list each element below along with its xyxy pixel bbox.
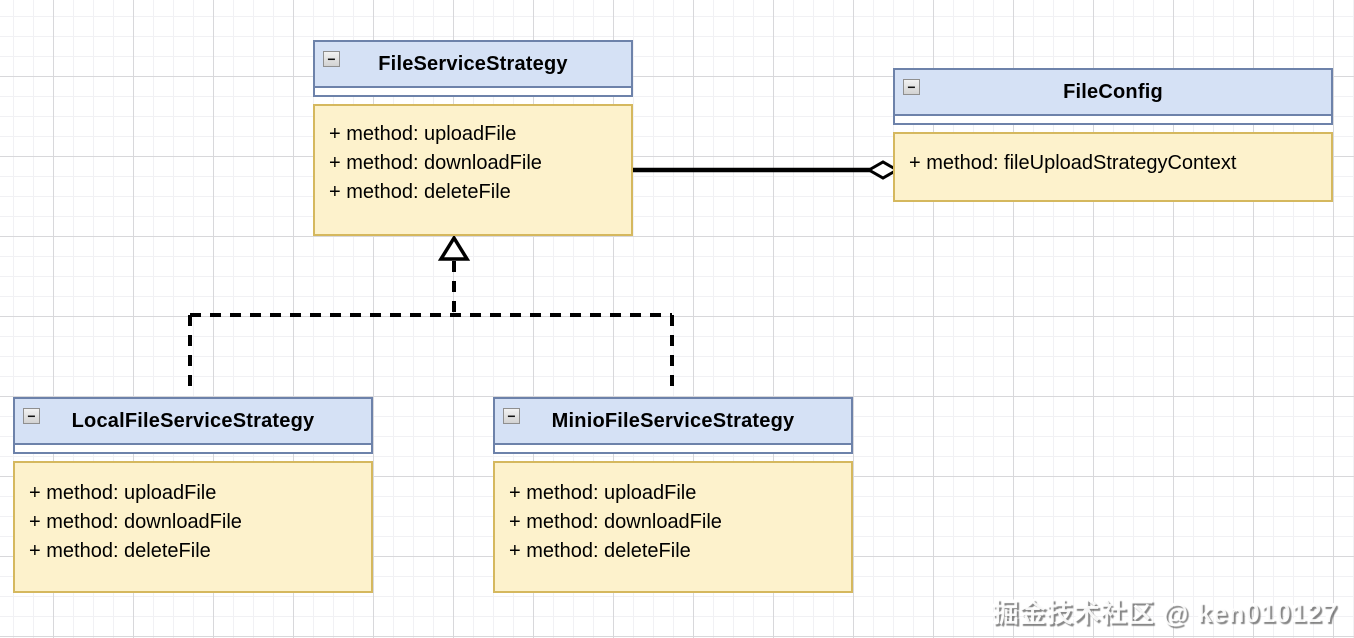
attributes-compartment — [313, 88, 633, 97]
collapse-minus-icon[interactable]: − — [23, 408, 40, 424]
methods-compartment: + method: uploadFile + method: downloadF… — [313, 104, 633, 236]
method-entry: + method: deleteFile — [329, 181, 511, 203]
method-entry: + method: downloadFile — [329, 152, 542, 174]
attributes-compartment — [13, 445, 373, 454]
methods-compartment: + method: fileUploadStrategyContext — [893, 132, 1333, 202]
class-title: LocalFileServiceStrategy — [71, 409, 315, 432]
hollow-triangle-arrowhead — [437, 234, 471, 261]
class-box-file-config: − FileConfig + method: fileUploadStrateg… — [893, 68, 1333, 202]
attributes-compartment — [493, 445, 853, 454]
class-header: − FileConfig — [893, 68, 1333, 116]
methods-compartment: + method: uploadFile + method: downloadF… — [493, 461, 853, 593]
method-entry: + method: deleteFile — [509, 540, 691, 562]
method-entry: + method: downloadFile — [29, 511, 242, 533]
class-box-file-service-strategy: − FileServiceStrategy + method: uploadFi… — [313, 40, 633, 236]
method-entry: + method: uploadFile — [329, 123, 517, 145]
method-entry: + method: uploadFile — [29, 482, 217, 504]
collapse-minus-icon[interactable]: − — [903, 79, 920, 95]
class-header: − LocalFileServiceStrategy — [13, 397, 373, 445]
method-entry: + method: downloadFile — [509, 511, 722, 533]
class-box-local-file-service-strategy: − LocalFileServiceStrategy + method: upl… — [13, 397, 373, 593]
class-box-minio-file-service-strategy: − MinioFileServiceStrategy + method: upl… — [493, 397, 853, 593]
class-title: MinioFileServiceStrategy — [551, 409, 795, 432]
method-entry: + method: fileUploadStrategyContext — [909, 152, 1237, 174]
aggregation-connector — [633, 160, 901, 180]
collapse-minus-icon[interactable]: − — [323, 51, 340, 67]
class-title: FileConfig — [1063, 80, 1163, 103]
class-header: − MinioFileServiceStrategy — [493, 397, 853, 445]
methods-compartment: + method: uploadFile + method: downloadF… — [13, 461, 373, 593]
realization-connector — [188, 234, 674, 395]
class-title: FileServiceStrategy — [378, 52, 568, 75]
class-header: − FileServiceStrategy — [313, 40, 633, 88]
method-entry: + method: uploadFile — [509, 482, 697, 504]
method-entry: + method: deleteFile — [29, 540, 211, 562]
attributes-compartment — [893, 116, 1333, 125]
collapse-minus-icon[interactable]: − — [503, 408, 520, 424]
watermark-text: 掘金技术社区 @ ken010127 — [992, 598, 1338, 628]
